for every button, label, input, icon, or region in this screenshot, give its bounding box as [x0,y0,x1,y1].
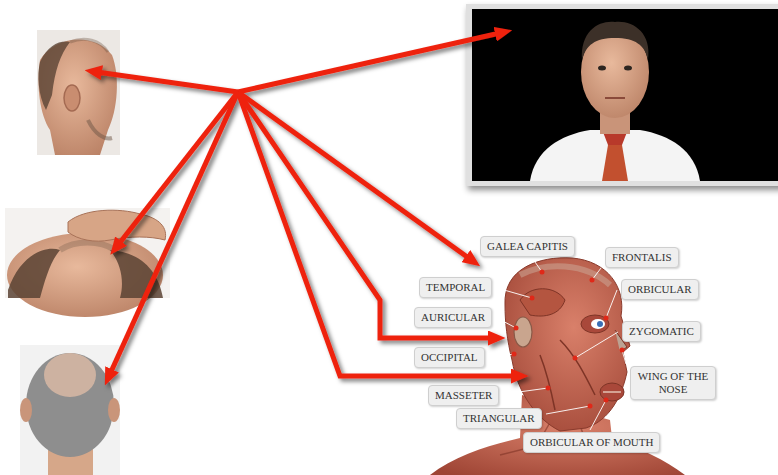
eye-white [591,319,605,329]
photo-back-head [20,345,120,475]
label-text: WING OF THE NOSE [638,370,709,395]
muscle-dot [540,270,545,275]
muscle-dot [620,348,625,353]
label-text: GALEA CAPITIS [487,240,568,252]
muscle-label: ORBICULAR OF MOUTH [523,432,660,453]
muscle-label: WING OF THE NOSE [630,366,716,400]
label-text: ORBICULAR OF MOUTH [530,436,653,448]
ear [20,398,32,422]
muscle-dots [512,270,625,409]
label-text: ORBICULAR [628,283,692,295]
leader-line [504,388,548,394]
lips [603,391,621,393]
photo-ground [20,345,120,475]
muscle-dot [512,352,517,357]
leader-line [489,354,514,358]
label-text: AURICULAR [421,311,485,323]
label-text: OCCIPITAL [421,351,478,363]
muscle-label: GALEA CAPITIS [480,236,575,257]
mouth-muscle [600,383,624,401]
pointer-arrows [97,33,516,376]
thin-hair [70,39,108,52]
muscle-dot [604,398,609,403]
muscle-label: MASSETER [428,385,499,406]
muscle-label: AURICULAR [414,307,492,328]
tie [602,145,628,181]
label-text: TEMPORAL [426,281,485,293]
video-frame [466,4,778,186]
muscle-dot [514,326,519,331]
head-skin [38,39,116,155]
pointer-arrow [110,92,238,374]
iris [597,321,603,327]
frame-ground [472,9,778,181]
eye [624,66,632,71]
galea [520,266,610,285]
shirt [530,130,700,181]
label-text: ZYGOMATIC [629,325,694,337]
photo-ground [37,30,120,155]
pointer-arrow [238,92,516,376]
leader-line [606,290,617,318]
muscle-dot [530,296,535,301]
muscle-label: TEMPORAL [419,277,492,298]
pointer-arrow [238,92,493,338]
presenter [530,22,700,181]
temporal-muscle [520,289,565,316]
leader-line [497,288,532,298]
mouth [605,97,625,99]
orbicular-ring [581,315,609,333]
muscle-dot [573,356,578,361]
muscle-label: ORBICULAR [621,279,699,300]
bald-spot [44,353,96,397]
muscle-dot [588,404,593,409]
leader-line [497,318,516,328]
label-text: FRONTALIS [612,251,672,263]
muscle-label: ZYGOMATIC [622,321,701,342]
muscle-label: TRIANGULAR [456,408,542,429]
masseter-muscle [540,355,555,410]
beard [88,120,112,138]
leader-line [590,400,606,430]
muscle-label: FRONTALIS [605,247,679,268]
label-text: MASSETER [435,389,492,401]
hair [582,22,649,60]
frame-border [466,4,778,186]
head-muscles [505,258,630,431]
eye [598,66,606,71]
muscle-dot [604,316,609,321]
muscle-dot [590,278,595,283]
leader-line [575,332,618,358]
pointer-arrow [238,33,500,92]
leader-line [546,406,590,414]
muscle-dot [546,386,551,391]
muscle-label: OCCIPITAL [414,347,485,368]
label-text: TRIANGULAR [463,412,535,424]
zygomatic-muscle [560,340,595,395]
hair [8,249,60,298]
photo-side-head [37,30,120,155]
ear [108,398,120,422]
leader-lines [489,262,626,430]
pointer-arrow [238,92,470,259]
grey-hair [26,353,114,457]
hand [68,210,166,241]
thin-hair [60,243,115,251]
ear [64,85,80,111]
pointer-arrow [97,72,238,92]
ear [514,317,532,347]
